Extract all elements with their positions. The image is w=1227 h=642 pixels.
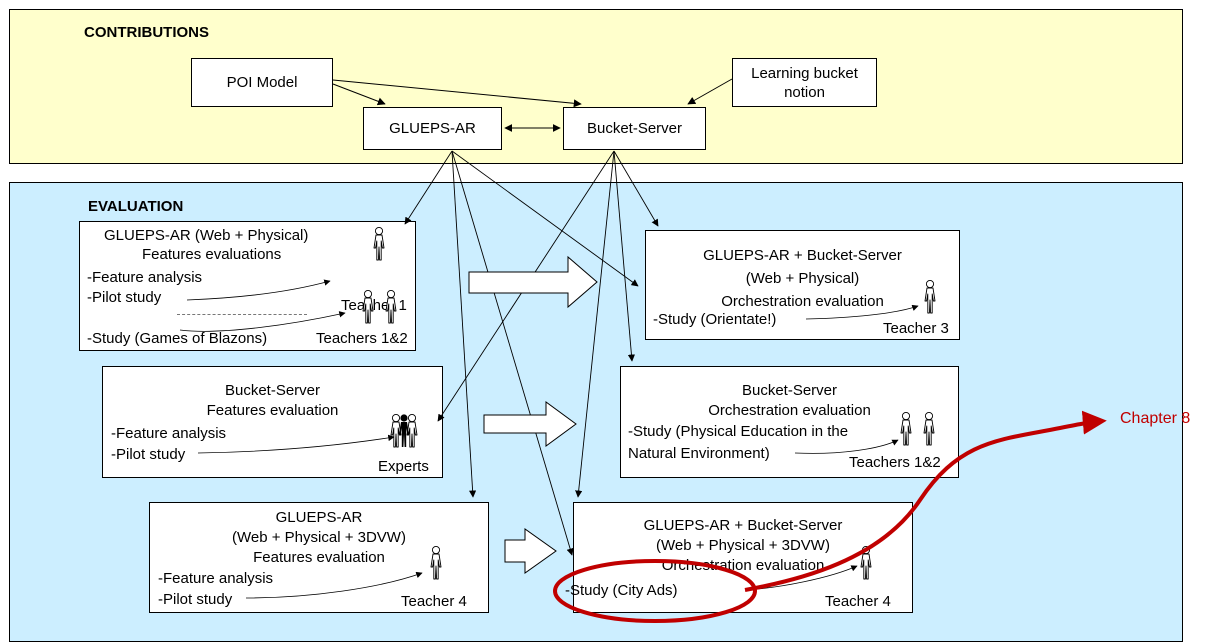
box1-title: GLUEPS-AR (Web + Physical) <box>104 227 309 244</box>
glueps-features-box: GLUEPS-AR (Web + Physical) Features eval… <box>79 221 416 351</box>
learning-bucket-label-1: Learning bucket <box>751 64 858 82</box>
box2-subtitle-2: Orchestration evaluation <box>721 293 884 310</box>
box1-subtitle: Features evaluations <box>142 246 282 263</box>
glueps-ar-label: GLUEPS-AR <box>389 120 476 137</box>
poi-model-label: POI Model <box>226 74 298 91</box>
box3-subtitle: Features evaluation <box>206 402 339 419</box>
box1-item-3: -Study (Games of Blazons) <box>87 330 268 347</box>
box5-subtitle-2: Features evaluation <box>253 549 385 566</box>
box5-item-1: -Feature analysis <box>158 570 274 587</box>
bucket-features-box: Bucket-Server Features evaluation -Featu… <box>102 366 443 478</box>
box6-teacher: Teacher 4 <box>825 593 891 610</box>
box3-item-2: -Pilot study <box>111 446 186 463</box>
box1-teacher-b: Teachers 1&2 <box>316 330 408 347</box>
box4-item-2: Natural Environment) <box>628 445 770 462</box>
box4-title: Bucket-Server <box>741 382 838 399</box>
box6-item-1: -Study (City Ads) <box>565 582 678 599</box>
glueps-ar-node: GLUEPS-AR <box>363 107 502 150</box>
glueps-bucket-3dvw-orchestration-box: GLUEPS-AR + Bucket-Server (Web + Physica… <box>565 502 913 613</box>
box4-item-1: -Study (Physical Education in the <box>628 423 849 440</box>
box1-divider <box>177 314 307 315</box>
learning-bucket-label-2: notion <box>784 83 825 101</box>
box2-title: GLUEPS-AR + Bucket-Server <box>703 247 902 264</box>
box2-subtitle: (Web + Physical) <box>745 270 860 287</box>
box1-item-1: -Feature analysis <box>87 269 203 286</box>
bucket-orchestration-box: Bucket-Server Orchestration evaluation -… <box>620 366 959 478</box>
box6-subtitle: (Web + Physical + 3DVW) <box>656 537 830 554</box>
box6-subtitle-2: Orchestration evaluation <box>661 557 825 574</box>
box3-experts: Experts <box>378 458 429 475</box>
box5-subtitle: (Web + Physical + 3DVW) <box>232 529 406 546</box>
box2-item-1: -Study (Orientate!) <box>653 311 777 328</box>
bucket-server-label: Bucket-Server <box>586 120 683 137</box>
glueps-3dvw-features-box: GLUEPS-AR (Web + Physical + 3DVW) Featur… <box>149 502 489 613</box>
box4-teacher: Teachers 1&2 <box>849 454 941 471</box>
poi-model-node: POI Model <box>191 58 333 107</box>
box2-teacher: Teacher 3 <box>883 320 949 337</box>
box3-item-1: -Feature analysis <box>111 425 227 442</box>
chapter-8-label: Chapter 8 <box>1120 410 1191 427</box>
glueps-bucket-orchestration-box: GLUEPS-AR + Bucket-Server (Web + Physica… <box>645 230 960 340</box>
contributions-title: CONTRIBUTIONS <box>84 24 209 41</box>
evaluation-title: EVALUATION <box>88 198 184 215</box>
box4-subtitle: Orchestration evaluation <box>708 402 871 419</box>
box5-teacher: Teacher 4 <box>401 593 467 610</box>
bucket-server-node: Bucket-Server <box>563 107 706 150</box>
box1-teacher-a: Teacher 1 <box>341 297 407 314</box>
box6-title: GLUEPS-AR + Bucket-Server <box>643 517 843 534</box>
box5-item-2: -Pilot study <box>158 591 233 608</box>
box1-item-2: -Pilot study <box>87 289 162 306</box>
box5-title: GLUEPS-AR <box>275 509 363 526</box>
box3-title: Bucket-Server <box>224 382 321 399</box>
learning-bucket-node: Learning bucket notion <box>732 58 877 107</box>
